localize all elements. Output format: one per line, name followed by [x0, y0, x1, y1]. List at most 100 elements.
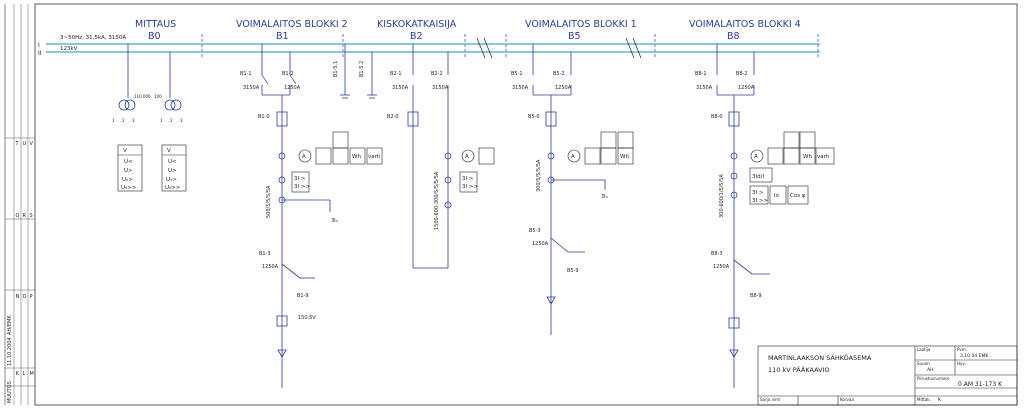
- svg-text:U₀>>: U₀>>: [165, 185, 181, 191]
- svg-text:B1-2: B1-2: [282, 71, 294, 77]
- feeder-b8: [716, 44, 770, 388]
- b8-labels: B8-1 3150A B8-2 1250A B8-0 B8-3 1250A B8…: [695, 71, 762, 299]
- svg-text:B8-2: B8-2: [736, 71, 748, 77]
- revision-table: [5, 137, 35, 387]
- b8-meters: [749, 131, 835, 205]
- rev-letter: U: [23, 141, 27, 147]
- rev-letter: M: [30, 371, 34, 377]
- feeder-b5: [532, 44, 606, 335]
- rev-letter: T: [15, 141, 20, 147]
- svg-text:1250A: 1250A: [555, 85, 572, 91]
- svg-text:1250A: 1250A: [262, 264, 279, 270]
- svg-text:B5-1: B5-1: [511, 71, 523, 77]
- svg-text:Sarja nimi: Sarja nimi: [760, 397, 780, 402]
- svg-text:110 000: 110 000: [134, 94, 151, 99]
- feeder-b0: [118, 44, 182, 111]
- rev-letter: S: [30, 213, 33, 219]
- svg-text:3150A: 3150A: [696, 85, 713, 91]
- bus-break-markers: [476, 37, 642, 59]
- svg-text:V: V: [167, 148, 171, 154]
- section-title-mittaus: MITTAUS: [135, 19, 176, 30]
- svg-text:150:5V: 150:5V: [298, 315, 316, 321]
- svg-text:3I₀: 3I₀: [331, 218, 338, 224]
- project-line-1: MARTINLAAKSON SÄHKÖASEMA: [768, 353, 872, 362]
- svg-text:3I >: 3I >: [462, 176, 474, 182]
- svg-text:B8-9: B8-9: [750, 293, 762, 299]
- drawing-number: 0 AM 31-173 K: [958, 381, 1003, 388]
- svg-text:B1-9: B1-9: [297, 293, 309, 299]
- svg-text:B2-2: B2-2: [431, 71, 443, 77]
- rev-letter: L: [23, 371, 26, 377]
- rev-letter: R: [23, 213, 27, 219]
- b5-meter-labels: A Wh: [571, 154, 629, 160]
- svg-text:U₀>: U₀>: [166, 177, 177, 183]
- svg-text:2: 2: [122, 118, 125, 123]
- feeder-b2: [407, 44, 452, 269]
- svg-text:B2-1: B2-1: [390, 71, 402, 77]
- svg-text:3.10.04 EMK: 3.10.04 EMK: [960, 353, 989, 359]
- svg-text:U>: U>: [124, 168, 133, 174]
- section-title-blokki2: VOIMALAITOS BLOKKI 2: [236, 19, 348, 30]
- svg-text:3: 3: [180, 118, 183, 123]
- svg-text:A: A: [302, 154, 306, 160]
- svg-text:3Id/I: 3Id/I: [752, 174, 764, 180]
- svg-text:V: V: [123, 148, 127, 154]
- revision-footer: MUUTOS: [7, 381, 13, 403]
- title-block-text: MARTINLAAKSON SÄHKÖASEMA 110 kV PÄÄKAAVI…: [760, 347, 1003, 403]
- busbar-spec: 3~50Hz, 31,5kA, 3150A: [60, 35, 126, 41]
- svg-text:1250A: 1250A: [532, 241, 549, 247]
- svg-text:1: 1: [112, 118, 115, 123]
- revision-letters: T U V Q R S N O P K L M: [15, 141, 34, 377]
- svg-text:U<: U<: [168, 159, 177, 165]
- svg-text:varh: varh: [817, 154, 830, 160]
- b1-meter-labels: A Wh varh 3I > 3I >>: [294, 154, 381, 190]
- svg-text:3I >: 3I >: [294, 176, 306, 182]
- svg-text:3I >>: 3I >>: [294, 184, 310, 190]
- svg-text:Io: Io: [774, 193, 780, 199]
- svg-text:A: A: [571, 154, 575, 160]
- svg-text:B1-0: B1-0: [258, 114, 270, 120]
- svg-text:B2-0: B2-0: [387, 114, 399, 120]
- revision-author: AH/EMK: [7, 315, 13, 335]
- section-code-b5: B5: [568, 31, 581, 42]
- svg-text:Mittak.: Mittak.: [917, 397, 931, 402]
- svg-text:3I >>: 3I >>: [462, 184, 478, 190]
- rev-letter: Q: [16, 213, 20, 219]
- svg-text:varh: varh: [368, 154, 381, 160]
- svg-text:B8-1: B8-1: [695, 71, 707, 77]
- rev-letter: K: [16, 371, 20, 377]
- svg-text:Wh: Wh: [352, 154, 361, 160]
- svg-text:100: 100: [154, 94, 162, 99]
- svg-text:AH: AH: [927, 367, 933, 373]
- svg-text:Piirustusnumero: Piirustusnumero: [917, 376, 950, 381]
- svg-text:3I >: 3I >: [752, 190, 764, 196]
- svg-text:Wh: Wh: [803, 154, 812, 160]
- b5-labels: B5-1 3150A B5-2 1250A B5-0 B5-3 1250A B5…: [511, 71, 608, 274]
- svg-text:3I >>: 3I >>: [752, 198, 768, 204]
- svg-text:3150A: 3150A: [243, 85, 260, 91]
- svg-text:B8-0: B8-0: [711, 114, 723, 120]
- b1-5-2-label: B1-5.2: [359, 61, 365, 77]
- section-dividers: [201, 34, 819, 58]
- section-title-blokki1: VOIMALAITOS BLOKKI 1: [525, 19, 637, 30]
- b8-ct-rating: 300-600/1/5/5/5A: [719, 174, 725, 218]
- rev-letter: O: [23, 294, 27, 300]
- svg-text:3I₀: 3I₀: [601, 194, 608, 200]
- svg-text:B5-3: B5-3: [529, 228, 541, 234]
- project-line-2: 110 kV PÄÄKAAVIO: [768, 365, 830, 374]
- b1-switches: [261, 74, 297, 85]
- b1-5-1-label: B1-5.1: [333, 61, 339, 77]
- b8-meter-labels: A Wh varh 3Id/I 3I > 3I >> Io Cos φ: [752, 154, 830, 204]
- svg-text:3150A: 3150A: [392, 85, 409, 91]
- section-code-b8: B8: [727, 31, 740, 42]
- busbar-2-label: II: [38, 50, 42, 57]
- svg-text:A: A: [465, 154, 469, 160]
- revision-date: 11.10.2004: [7, 337, 13, 366]
- svg-text:Wh: Wh: [620, 154, 629, 160]
- svg-text:B5-9: B5-9: [567, 268, 579, 274]
- svg-text:Pvm.: Pvm.: [957, 347, 967, 352]
- b1-ct-rating: 500/5/5/5/5A: [266, 185, 272, 218]
- b1-labels: B1-1 3150A B1-2 1250A B1-0 B1-3 1250A B1…: [240, 71, 338, 321]
